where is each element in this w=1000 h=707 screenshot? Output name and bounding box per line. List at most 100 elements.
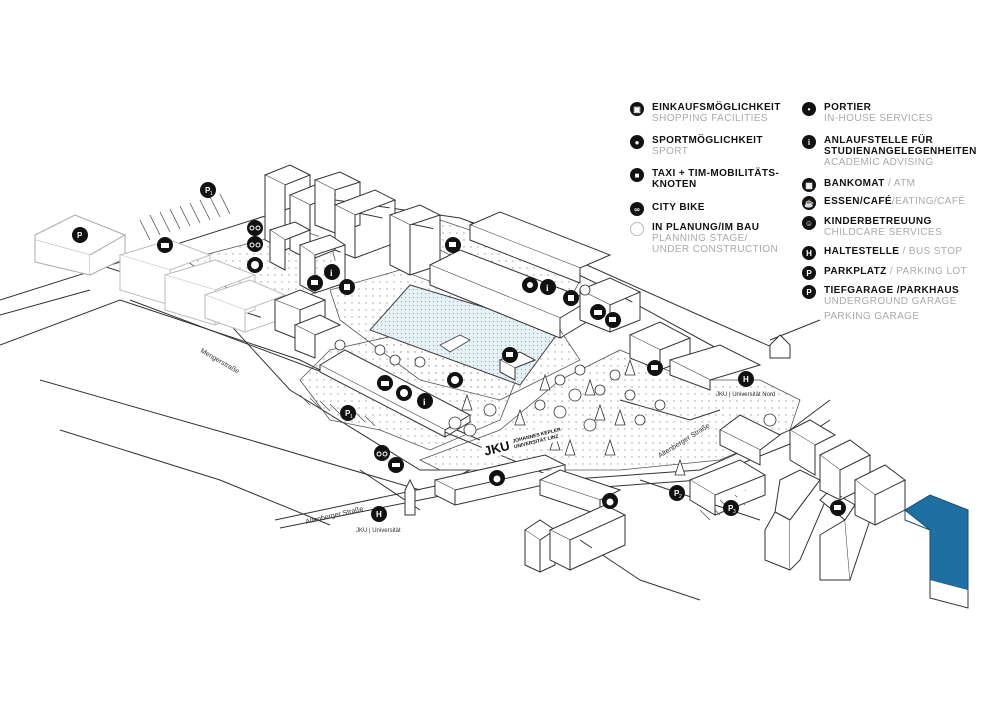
legend-busstop: H HALTESTELLE / BUS STOP (802, 246, 992, 260)
legend-garage: P TIEFGARAGE /PARKHAUS UNDERGROUND GARAG… (802, 285, 992, 322)
map-portier-icon-1[interactable] (522, 277, 538, 293)
svg-text:P: P (345, 409, 351, 418)
map-atm-icon-1[interactable] (339, 279, 355, 295)
legend-citybike: ∞ CITY BIKE (630, 202, 820, 216)
map-sport-icon-3[interactable] (447, 372, 463, 388)
shopping-bag-icon: ▣ (630, 102, 644, 116)
legend-parking: P PARKPLATZ / PARKING LOT (802, 266, 992, 280)
map-cafe-icon-4[interactable] (502, 347, 518, 363)
ball-icon: ● (630, 135, 644, 149)
legend-advising-en: ACADEMIC ADVISING (824, 157, 934, 168)
garage-icon: P (802, 285, 816, 299)
bus-stop-icon: H (802, 246, 816, 260)
legend-planning-en1: PLANNING STAGE/ (652, 233, 748, 244)
svg-text:2: 2 (679, 494, 682, 500)
svg-text:i: i (330, 268, 333, 278)
legend-eating: ☕ ESSEN/CAFÉ/EATING/CAFÉ (802, 196, 992, 210)
legend-atm: ▦ BANKOMAT / ATM (802, 178, 992, 192)
legend-shopping-de: EINKAUFSMÖGLICHKEIT (652, 102, 781, 113)
legend-busstop-en: / BUS STOP (902, 246, 963, 257)
map-sport-icon-1[interactable] (247, 257, 263, 273)
street-label-altenberger-1: Altenberger Straße (305, 506, 364, 526)
map-bike-icon-2[interactable] (247, 236, 263, 252)
legend-parking-en: / PARKING LOT (889, 266, 968, 277)
buildings (34, 164, 906, 581)
svg-text:H: H (743, 375, 749, 384)
legend-citybike-de: CITY BIKE (652, 202, 705, 213)
map-info-icon-2[interactable]: i (540, 279, 556, 295)
svg-text:P: P (728, 504, 734, 513)
legend-atm-de: BANKOMAT (824, 178, 885, 189)
highlighted-building[interactable] (904, 494, 969, 609)
svg-text:i: i (423, 397, 426, 407)
map-info-icon-1[interactable]: i (324, 264, 340, 280)
legend-parking-de: PARKPLATZ (824, 266, 887, 277)
pond-pier (439, 334, 471, 353)
stop-label-universitaet-nord: JKU | Universität Nord (716, 392, 775, 398)
legend-advising-de1: ANLAUFSTELLE FÜR (824, 135, 934, 146)
legend-atm-en: / ATM (887, 178, 916, 189)
map-atm-icon-2[interactable] (563, 290, 579, 306)
cup-icon: ☕ (802, 196, 816, 210)
info-icon: i (802, 135, 816, 149)
jku-logo: JKU JOHANNES KEPLER UNIVERSITÄT LINZ (480, 424, 562, 460)
map-cafe-icon-5[interactable] (647, 360, 663, 376)
svg-text:H: H (376, 510, 382, 519)
parking-icon: P (802, 266, 816, 280)
map-bike-icon-1[interactable] (247, 220, 263, 236)
map-sport-icon-2[interactable] (396, 385, 412, 401)
svg-text:1: 1 (210, 191, 213, 197)
bicycle-icon: ∞ (630, 202, 644, 216)
legend-garage-en2: PARKING GARAGE (824, 311, 920, 322)
map-info-icon-3[interactable]: i (417, 393, 433, 409)
legend-childcare-en: CHILDCARE SERVICES (824, 227, 943, 238)
legend-sport-de: SPORTMÖGLICHKEIT (652, 135, 763, 146)
legend-childcare: ☺ KINDERBETREUUNG CHILDCARE SERVICES (802, 216, 992, 238)
legend-childcare-de: KINDERBETREUUNG (824, 216, 932, 227)
map-taxi-icon[interactable] (388, 457, 404, 473)
legend-eating-en: /EATING/CAFÉ (891, 196, 966, 207)
atm-icon: ▦ (802, 178, 816, 192)
legend-planning-de: IN PLANUNG/IM BAU (652, 222, 760, 233)
stop-label-universitaet: JKU | Universität (356, 528, 401, 534)
svg-text:i: i (546, 283, 549, 293)
map-shopping-icon-2[interactable] (590, 304, 606, 320)
map-bike-icon-3[interactable] (374, 445, 390, 461)
map-shopping-icon-3[interactable] (377, 375, 393, 391)
map-cafe-icon-1[interactable] (307, 275, 323, 291)
legend-taxi-de2: KNOTEN (652, 179, 697, 190)
map-childcare-icon-2[interactable] (602, 493, 618, 509)
legend-portier: • PORTIER IN-HOUSE SERVICES (802, 102, 992, 124)
svg-text:1: 1 (350, 414, 353, 420)
legend-garage-en1: UNDERGROUND GARAGE (824, 296, 957, 307)
trees (334, 284, 777, 476)
svg-text:3: 3 (733, 509, 736, 515)
bear-icon: ☺ (802, 216, 816, 230)
map-shopping-icon-1[interactable] (157, 237, 173, 253)
legend-portier-de: PORTIER (824, 102, 872, 113)
legend-eating-de: ESSEN/CAFÉ (824, 196, 892, 207)
legend-planning: IN PLANUNG/IM BAU PLANNING STAGE/ UNDER … (630, 222, 820, 255)
map-cafe-icon-6[interactable] (830, 500, 846, 516)
map-cafe-icon-3[interactable] (605, 312, 621, 328)
svg-text:JKU: JKU (482, 438, 511, 459)
map-busstop-nord[interactable]: H (738, 371, 754, 387)
map-garage-icon-left[interactable]: P (72, 227, 88, 243)
map-busstop-universitaet[interactable]: H (371, 506, 387, 522)
legend-busstop-de: HALTESTELLE (824, 246, 900, 257)
map-cafe-icon-2[interactable] (445, 237, 461, 253)
map-childcare-icon-1[interactable] (489, 470, 505, 486)
bell-icon: • (802, 102, 816, 116)
legend-taxi: ■ TAXI + TIM-MOBILITÄTS- KNOTEN (630, 168, 820, 190)
street-label-mengerstrasse: Mengerstraße (199, 348, 240, 376)
car-icon: ■ (630, 168, 644, 182)
svg-text:P: P (674, 489, 680, 498)
legend-shopping-en: SHOPPING FACILITIES (652, 113, 768, 124)
legend-garage-de: TIEFGARAGE /PARKHAUS (824, 285, 960, 296)
